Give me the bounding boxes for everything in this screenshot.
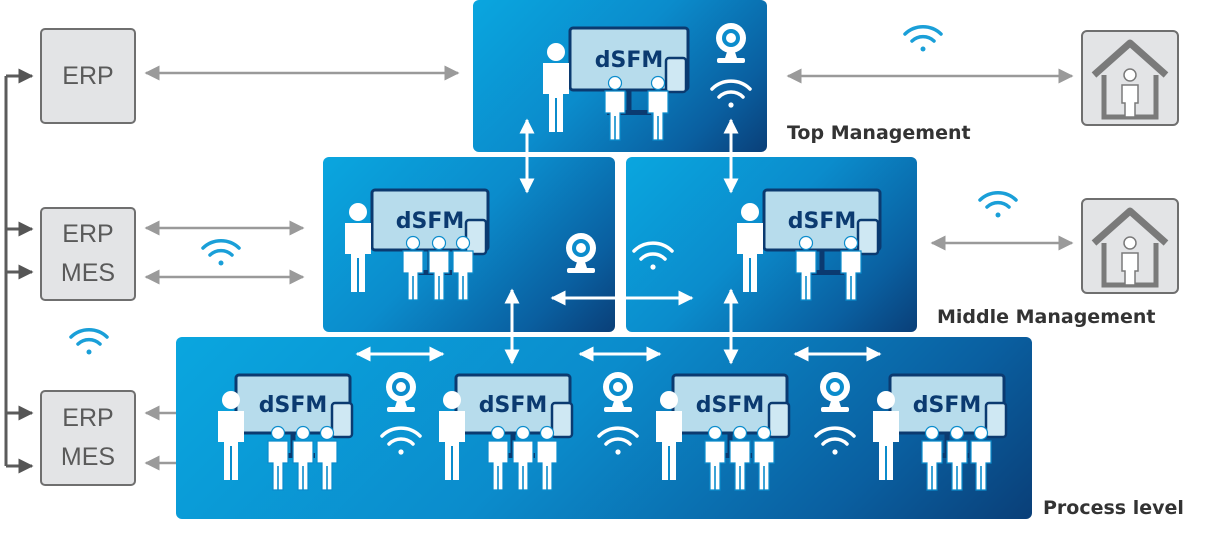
erp-box-top: ERP: [40, 28, 136, 124]
person-icon: [292, 425, 314, 491]
tablet-icon: [330, 401, 354, 439]
level-label-middle: Middle Management: [937, 306, 1156, 328]
tablet-icon: [664, 56, 688, 94]
person-icon: [267, 425, 289, 491]
white-link-arrows: [355, 118, 882, 365]
person-icon: [736, 202, 764, 293]
dsfm-screen-label: dSFM: [696, 393, 765, 418]
dsfm-station: dSFM: [736, 188, 882, 301]
webcam-icon: [716, 23, 746, 63]
webcam-icon: [603, 372, 633, 412]
dsfm-station: dSFM: [655, 373, 791, 491]
webcam-icon: [566, 233, 596, 273]
display-board-icon: [568, 26, 690, 115]
person-icon: [921, 425, 943, 491]
system-link-arrows: [144, 65, 1074, 471]
person-icon: [729, 425, 751, 491]
tablet-icon: [767, 401, 791, 439]
dsfm-station: dSFM: [344, 188, 490, 301]
wifi-icon: [201, 239, 241, 266]
webcam-icon: [386, 372, 416, 412]
wifi-icon: [69, 328, 109, 355]
tablet-icon: [464, 218, 488, 256]
system-label: ERP: [62, 404, 114, 432]
wifi-icon: [710, 79, 752, 110]
webcam-icon: [820, 372, 850, 412]
tablet-icon: [984, 401, 1008, 439]
dsfm-screen-label: dSFM: [913, 393, 982, 418]
dsfm-station: dSFM: [872, 373, 1008, 491]
dsfm-station: dSFM: [438, 373, 574, 491]
level-label-top: Top Management: [787, 122, 971, 144]
dsfm-screen-label: dSFM: [396, 209, 465, 234]
level-label-process: Process level: [1043, 497, 1184, 519]
wifi-icon: [597, 426, 639, 457]
wifi-icon: [814, 426, 856, 457]
home-office-icon: [1081, 198, 1179, 294]
wifi-icon: [632, 241, 674, 272]
home-office-icon: [1081, 30, 1179, 126]
dsfm-screen-label: dSFM: [479, 393, 548, 418]
tablet-icon: [856, 218, 880, 256]
wifi-icon: [380, 426, 422, 457]
system-label: MES: [60, 443, 116, 471]
person-icon: [542, 42, 570, 133]
display-board-icon: [762, 188, 882, 275]
dsfm-station: dSFM: [542, 26, 690, 141]
system-label: MES: [60, 259, 116, 287]
wifi-icon: [903, 25, 943, 52]
system-label: ERP: [62, 220, 114, 248]
person-icon: [512, 425, 534, 491]
dsfm-screen-label: dSFM: [788, 209, 857, 234]
person-icon: [946, 425, 968, 491]
person-icon: [704, 425, 726, 491]
person-icon: [487, 425, 509, 491]
erp-mes-box-bottom: ERP MES: [40, 390, 136, 486]
dsfm-screen-label: dSFM: [259, 393, 328, 418]
dsfm-station: dSFM: [217, 373, 354, 491]
wifi-icon: [978, 191, 1018, 218]
dsfm-screen-label: dSFM: [595, 48, 664, 73]
system-label: ERP: [62, 61, 114, 90]
tablet-icon: [550, 401, 574, 439]
erp-mes-box-middle: ERP MES: [40, 207, 136, 301]
system-bracket: [4, 68, 34, 474]
person-icon: [344, 202, 372, 293]
